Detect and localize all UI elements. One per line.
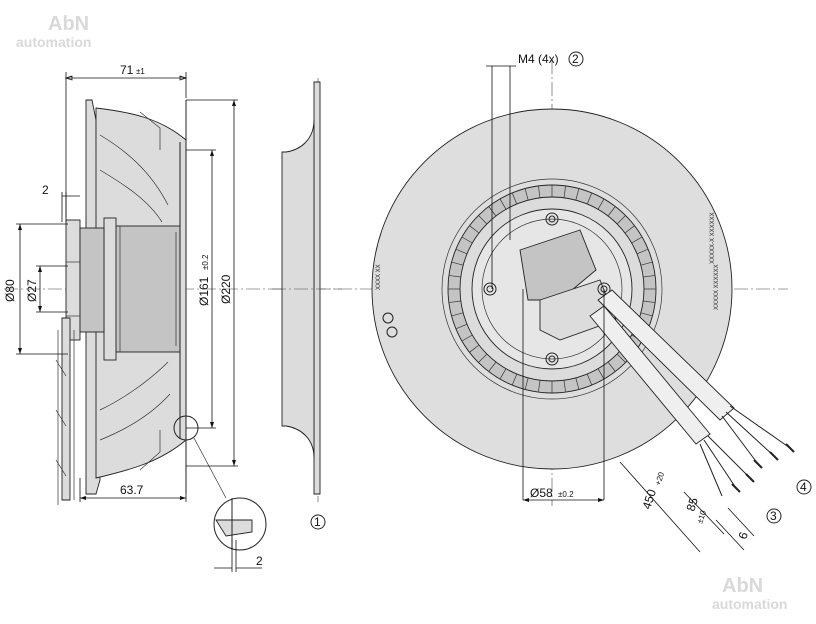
rating-label-a: XXXX XX: [376, 264, 382, 290]
dim-dia-220: Ø220: [219, 274, 233, 304]
fin-line: [524, 188, 529, 201]
fin-line: [451, 261, 464, 266]
fin-line: [575, 188, 580, 201]
side-dimensions: 71 ±1 63.7 2 Ø80 Ø27 Ø161 ±0.2: [3, 63, 238, 502]
callout-2: 2: [572, 52, 579, 66]
fin-line: [640, 261, 653, 266]
fin-line: [538, 185, 541, 198]
fin-line: [636, 248, 649, 255]
fin-line: [643, 300, 656, 303]
fin-line: [616, 215, 626, 225]
dim-dia-80: Ø80: [3, 279, 17, 302]
dim-gap-top: 2: [42, 183, 49, 197]
dim-cable-85: 85: [684, 496, 702, 513]
fin-line: [586, 192, 593, 205]
fin-line: [499, 368, 507, 380]
dim-strip-6: 6: [736, 530, 751, 541]
rating-label-b: XXXXX-X XXXXXX: [710, 212, 716, 264]
watermark-brand-bottom: AbN: [722, 575, 763, 597]
dim-dia-161-tol: ±0.2: [201, 254, 210, 270]
fin-line: [597, 198, 605, 210]
fin-line: [616, 353, 626, 363]
dim-cable-450-tol: +20: [653, 470, 666, 486]
callout-3: 3: [770, 509, 777, 523]
dim-cable-85-tol: ±10: [695, 509, 708, 525]
fin-line: [607, 206, 616, 217]
fin-line: [455, 248, 468, 255]
fin-line: [455, 323, 468, 330]
fin-line: [499, 198, 507, 210]
fin-line: [575, 377, 580, 390]
fin-line: [640, 312, 653, 317]
fin-line: [488, 361, 497, 372]
fin-line: [524, 377, 529, 390]
fin-line: [597, 368, 605, 380]
fin-line: [563, 185, 566, 198]
fin-line: [448, 275, 461, 278]
fin-line: [511, 192, 518, 205]
dim-dia-27: Ø27: [25, 279, 39, 302]
fin-line: [538, 380, 541, 393]
dim-dia-58-tol: ±0.2: [558, 490, 574, 499]
fin-line: [478, 215, 488, 225]
dim-width-total: 71: [120, 63, 134, 77]
fin-line: [631, 236, 643, 244]
fin-line: [461, 334, 473, 342]
watermark-sub-top: automation: [16, 34, 91, 50]
inlet-ring-view: 1: [281, 78, 326, 530]
dim-dia-161: Ø161: [197, 276, 211, 306]
fin-line: [448, 300, 461, 303]
fin-line: [469, 344, 480, 353]
side-view: [4, 99, 342, 505]
callout-4: 4: [800, 480, 807, 494]
dim-thread: M4 (4x): [518, 52, 559, 66]
fin-line: [624, 225, 635, 234]
dim-cable-450: 450: [640, 487, 660, 511]
callout-1: 1: [314, 515, 321, 529]
fin-line: [586, 373, 593, 386]
dim-gap-detail: 2: [256, 554, 263, 568]
fin-line: [607, 361, 616, 372]
dim-width-impeller: 63.7: [120, 483, 144, 497]
fin-line: [451, 312, 464, 317]
front-view: XXXX XX XXXXX-X XXXXXX XXXXX XXXXXX M4 (…: [272, 51, 812, 553]
fin-line: [563, 380, 566, 393]
watermark-brand-top: AbN: [48, 13, 89, 35]
fin-line: [643, 275, 656, 278]
detail-view: 2: [213, 497, 267, 572]
rating-label-c: XXXXX XXXXXX: [714, 264, 720, 310]
dim-width-total-tol: ±1: [136, 67, 145, 76]
fin-line: [478, 353, 488, 363]
watermark-sub-bottom: automation: [712, 596, 787, 612]
dim-dia-58: Ø58: [530, 486, 553, 500]
fin-line: [511, 373, 518, 386]
fin-line: [469, 225, 480, 234]
cooling-fins: [448, 185, 656, 393]
fin-line: [461, 236, 473, 244]
